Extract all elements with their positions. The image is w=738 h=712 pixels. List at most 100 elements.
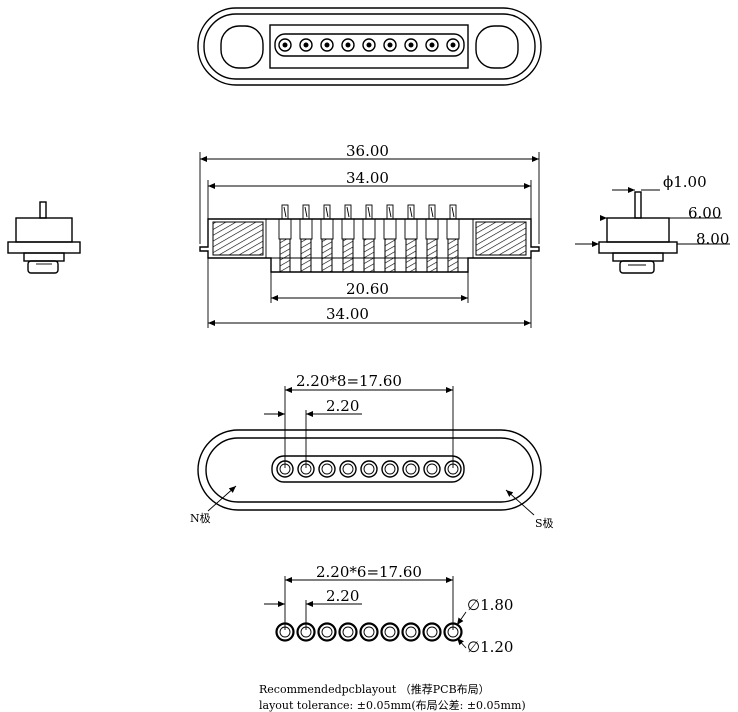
pcb-layout: 2.20*6=17.60 2.20 ∅1.80 ∅1.20 Recommende… xyxy=(259,563,526,712)
right-side-view xyxy=(598,191,678,274)
top-pin-outer xyxy=(362,38,376,52)
front-pin-collar xyxy=(278,218,292,240)
bottom-pin-outer xyxy=(381,460,399,478)
pin-span-label: 20.60 xyxy=(346,280,389,298)
top-pin-outer xyxy=(341,38,355,52)
front-pin-body xyxy=(279,238,291,273)
top-pin-core xyxy=(408,42,414,48)
front-pin-tip-hatch xyxy=(409,206,413,218)
top-pin-outer xyxy=(320,38,334,52)
pad-outer-diameter-label: ∅1.80 xyxy=(467,596,513,614)
top-pin-outer xyxy=(299,38,313,52)
front-pin-body xyxy=(384,238,396,273)
top-pin-core xyxy=(387,42,393,48)
top-pin-core xyxy=(429,42,435,48)
front-pin-row xyxy=(278,204,460,273)
front-pin-tip-hatch xyxy=(451,206,455,218)
front-pin-tip-hatch xyxy=(388,206,392,218)
layout-title-note: Recommendedpcblayout （推荐PCB布局） xyxy=(259,682,490,696)
bottom-pin-outer xyxy=(360,460,378,478)
pcb-pad-outer xyxy=(401,622,421,642)
top-pin-core xyxy=(450,42,456,48)
pcb-pad-outer xyxy=(359,622,379,642)
pad-inner-diameter-label: ∅1.20 xyxy=(467,638,513,656)
n-pole-label: N极 xyxy=(190,511,211,525)
front-pin-body xyxy=(342,238,354,273)
front-pin-tip-hatch xyxy=(304,206,308,218)
top-pin-core xyxy=(303,42,309,48)
front-section-view xyxy=(199,204,540,273)
front-pin-body xyxy=(426,238,438,273)
bottom-length-label: 34.00 xyxy=(326,305,369,323)
top-pin-outer xyxy=(446,38,460,52)
top-pin-outer xyxy=(425,38,439,52)
front-pin-body xyxy=(321,238,333,273)
top-pin-core xyxy=(282,42,288,48)
bottom-pin-inner xyxy=(384,463,396,475)
pcb-pad-inner xyxy=(426,626,438,638)
pcb-pad-inner xyxy=(405,626,417,638)
bottom-pin-outer xyxy=(318,460,336,478)
bottom-pin-outer xyxy=(423,460,441,478)
tolerance-note: layout tolerance: ±0.05mm(布局公差: ±0.05mm) xyxy=(259,698,526,712)
layout-pitch-total-label: 2.20*6=17.60 xyxy=(316,563,422,581)
front-pin-collar xyxy=(404,218,418,240)
bottom-dimensions: 2.20*8=17.60 2.20 xyxy=(264,372,454,468)
top-pin-row xyxy=(278,38,460,52)
pcb-pad-outer xyxy=(380,622,400,642)
pin-diameter-label: ϕ1.00 xyxy=(663,173,707,191)
side-width-1-label: 6.00 xyxy=(688,204,721,222)
front-pin-body xyxy=(300,238,312,273)
front-pin-tip-hatch xyxy=(367,206,371,218)
front-pin-collar xyxy=(425,218,439,240)
front-dimensions: 36.00 34.00 20.60 34.00 xyxy=(199,142,540,328)
bottom-pitch-total-label: 2.20*8=17.60 xyxy=(296,372,402,390)
pcb-pad-inner xyxy=(321,626,333,638)
pcb-pad-inner xyxy=(342,626,354,638)
top-pin-outer xyxy=(404,38,418,52)
front-pin-collar xyxy=(341,218,355,240)
pcb-pad-row xyxy=(275,622,463,642)
front-pin-body xyxy=(363,238,375,273)
front-pin-tip-hatch xyxy=(430,206,434,218)
bottom-pin-inner xyxy=(321,463,333,475)
top-view xyxy=(197,7,542,86)
bottom-pin-inner xyxy=(426,463,438,475)
bottom-pin-outer xyxy=(339,460,357,478)
bottom-pitch-label: 2.20 xyxy=(326,397,359,415)
top-pin-core xyxy=(324,42,330,48)
bottom-pin-inner xyxy=(405,463,417,475)
pcb-pad-outer xyxy=(422,622,442,642)
inner-length-label: 34.00 xyxy=(346,169,389,187)
top-pin-core xyxy=(366,42,372,48)
front-pin-body xyxy=(405,238,417,273)
front-pin-collar xyxy=(299,218,313,240)
bottom-view: N极 S极 xyxy=(190,429,554,530)
right-dimensions: ϕ1.00 6.00 8.00 xyxy=(575,173,730,248)
layout-pitch-label: 2.20 xyxy=(326,587,359,605)
front-pin-collar xyxy=(446,218,460,240)
front-pin-body xyxy=(447,238,459,273)
front-pin-tip-hatch xyxy=(346,206,350,218)
left-side-view xyxy=(7,201,81,274)
side-width-2-label: 8.00 xyxy=(696,230,729,248)
front-pin-tip-hatch xyxy=(283,206,287,218)
top-pin-outer xyxy=(278,38,292,52)
pcb-pad-inner xyxy=(363,626,375,638)
overall-length-label: 36.00 xyxy=(346,142,389,160)
top-pin-core xyxy=(345,42,351,48)
bottom-pin-row xyxy=(276,460,462,478)
pcb-pad-outer xyxy=(317,622,337,642)
front-pin-tip-hatch xyxy=(325,206,329,218)
top-pin-outer xyxy=(383,38,397,52)
front-pin-collar xyxy=(383,218,397,240)
front-pin-collar xyxy=(362,218,376,240)
bottom-pin-outer xyxy=(402,460,420,478)
pcb-pad-inner xyxy=(384,626,396,638)
bottom-pin-inner xyxy=(363,463,375,475)
pcb-pad-outer xyxy=(338,622,358,642)
s-pole-label: S极 xyxy=(535,516,554,530)
bottom-pin-inner xyxy=(342,463,354,475)
front-pin-collar xyxy=(320,218,334,240)
